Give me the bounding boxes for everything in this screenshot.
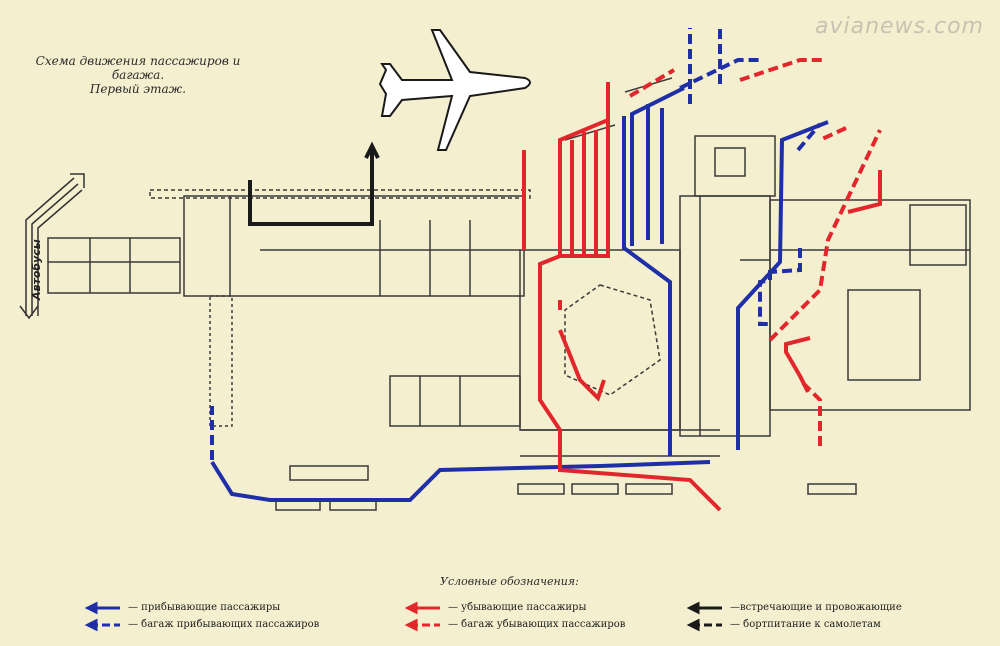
building-outline [47, 77, 971, 511]
diagram-title-line1: Схема движения пассажиров и багажа. [35, 54, 241, 82]
bus-label: Автобусы [30, 239, 43, 300]
legend-item-arrivals: — прибывающие пассажиры [128, 602, 281, 613]
departures-baggage-route [558, 58, 882, 446]
visitors-route [248, 141, 380, 226]
arrivals-route [210, 86, 829, 502]
legend-swatches [84, 601, 722, 632]
diagram-title-line2: Первый этаж. [89, 82, 187, 96]
watermark: avianews.com [814, 14, 984, 39]
bus-arrow-icon [19, 173, 85, 320]
legend-heading: Условные обозначения: [440, 575, 579, 588]
departures-route [522, 82, 882, 512]
airplane-icon [378, 29, 531, 151]
legend-item-departures-baggage: — багаж убывающих пассажиров [448, 619, 626, 630]
legend-item-catering: — бортпитание к самолетам [730, 619, 881, 630]
legend-item-visitors: —встречающие и провожающие [730, 602, 902, 613]
diagram-title: Схема движения пассажиров и багажа. Перв… [18, 54, 258, 96]
legend-item-departures: — убывающие пассажиры [448, 602, 587, 613]
legend-item-arrivals-baggage: — багаж прибывающих пассажиров [128, 619, 320, 630]
arrivals-baggage-route [210, 28, 822, 460]
